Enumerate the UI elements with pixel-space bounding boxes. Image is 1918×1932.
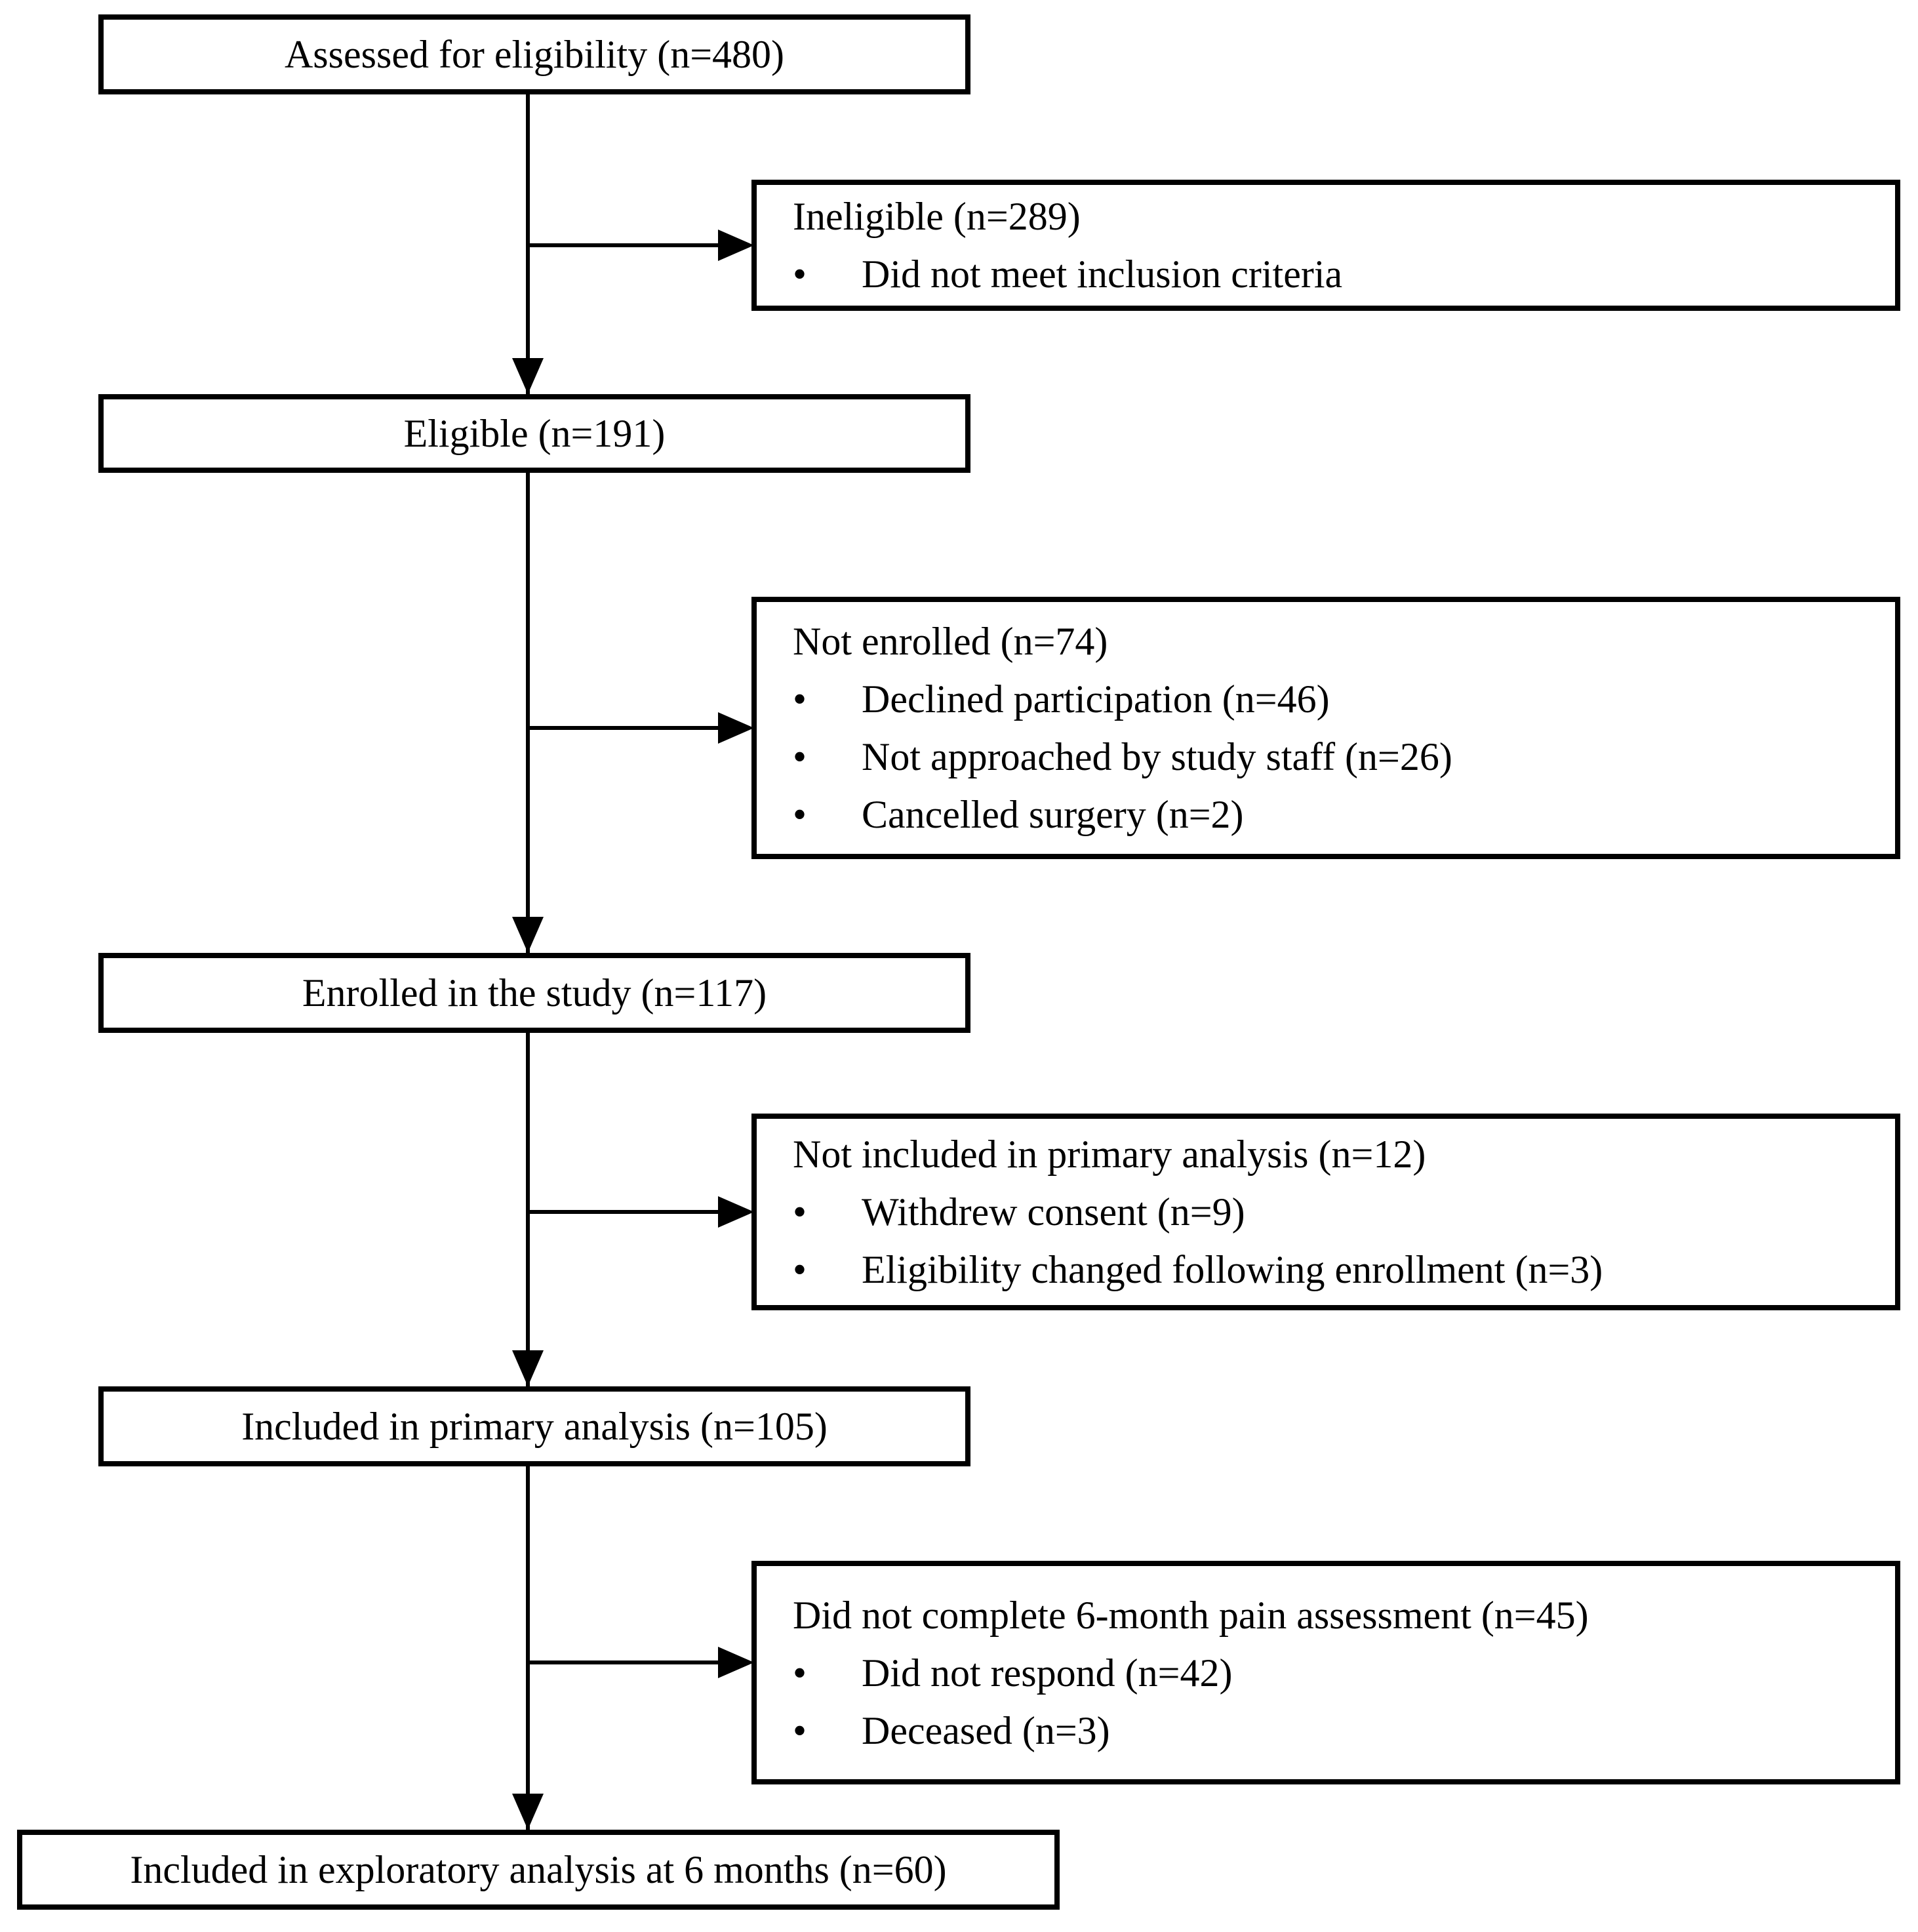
connector-branch-3 [528,1210,721,1214]
exclusion-box-not-enrolled: Not enrolled (n=74) • Declined participat… [751,597,1900,859]
exclusion-box-not-included-primary-title: Not included in primary analysis (n=12) [793,1133,1426,1176]
bullet-icon: • [793,1248,807,1291]
arrow-right-icon [718,1647,754,1678]
arrow-down-icon [512,917,544,953]
bullet-icon: • [793,1651,807,1695]
exclusion-bullet-item: • Did not meet inclusion criteria [793,245,1869,303]
exclusion-box-not-enrolled-list: • Declined participation (n=46) • Not appro… [793,670,1869,843]
exclusion-bullet-label: Declined participation (n=46) [862,677,1330,721]
connector-branch-2 [528,726,721,730]
exclusion-bullet-item: • Withdrew consent (n=9) [793,1183,1869,1241]
exclusion-bullet-item: • Eligibility changed following enrollmen… [793,1241,1869,1298]
bullet-icon: • [793,677,807,721]
connector-branch-1 [528,243,721,247]
flow-box-eligible-label: Eligible (n=191) [403,412,666,455]
exclusion-box-no-6month-assessment-list: • Did not respond (n=42) • Deceased (n=3) [793,1644,1869,1760]
exclusion-bullet-label: Deceased (n=3) [862,1708,1110,1752]
exclusion-box-not-included-primary-list: • Withdrew consent (n=9) • Eligibility chan… [793,1183,1869,1298]
connector-vertical-3 [526,1033,530,1386]
bullet-icon: • [793,793,807,836]
arrow-right-icon [718,230,754,261]
exclusion-bullet-item: • Deceased (n=3) [793,1702,1869,1760]
exclusion-box-not-included-primary: Not included in primary analysis (n=12) … [751,1114,1900,1310]
connector-vertical-4 [526,1466,530,1830]
flow-box-exploratory-analysis-label: Included in exploratory analysis at 6 mo… [130,1848,947,1891]
flow-box-primary-analysis-label: Included in primary analysis (n=105) [241,1405,828,1448]
exclusion-bullet-label: Eligibility changed following enrollment… [862,1248,1603,1291]
flow-box-primary-analysis: Included in primary analysis (n=105) [98,1386,970,1466]
flow-box-enrolled-label: Enrolled in the study (n=117) [302,971,767,1015]
exclusion-box-no-6month-assessment: Did not complete 6-month pain assessment… [751,1561,1900,1784]
bullet-icon: • [793,735,807,778]
arrow-right-icon [718,1196,754,1228]
exclusion-bullet-label: Did not meet inclusion criteria [862,252,1343,296]
bullet-icon: • [793,1190,807,1234]
flow-box-eligible: Eligible (n=191) [98,394,970,473]
connector-vertical-2 [526,473,530,953]
arrow-right-icon [718,712,754,744]
exclusion-bullet-label: Did not respond (n=42) [862,1651,1233,1695]
exclusion-bullet-item: • Not approached by study staff (n=26) [793,728,1869,786]
exclusion-box-ineligible: Ineligible (n=289) • Did not meet inclusi… [751,180,1900,311]
exclusion-bullet-item: • Cancelled surgery (n=2) [793,786,1869,843]
exclusion-bullet-label: Cancelled surgery (n=2) [862,793,1244,836]
exclusion-box-not-enrolled-title: Not enrolled (n=74) [793,620,1108,663]
bullet-icon: • [793,252,807,296]
exclusion-box-ineligible-title: Ineligible (n=289) [793,195,1081,238]
exclusion-bullet-label: Withdrew consent (n=9) [862,1190,1245,1234]
flow-box-assessed-eligibility-label: Assessed for eligibility (n=480) [284,33,785,76]
bullet-icon: • [793,1708,807,1752]
arrow-down-icon [512,1794,544,1830]
flow-box-assessed-eligibility: Assessed for eligibility (n=480) [98,14,970,94]
arrow-down-icon [512,1350,544,1386]
exclusion-bullet-label: Not approached by study staff (n=26) [862,735,1452,778]
exclusion-box-no-6month-assessment-title: Did not complete 6-month pain assessment… [793,1593,1589,1637]
flow-box-exploratory-analysis: Included in exploratory analysis at 6 mo… [17,1830,1060,1910]
flow-box-enrolled: Enrolled in the study (n=117) [98,953,970,1033]
arrow-down-icon [512,358,544,394]
connector-branch-4 [528,1660,721,1664]
exclusion-box-ineligible-list: • Did not meet inclusion criteria [793,245,1869,303]
exclusion-bullet-item: • Declined participation (n=46) [793,670,1869,728]
exclusion-bullet-item: • Did not respond (n=42) [793,1644,1869,1702]
